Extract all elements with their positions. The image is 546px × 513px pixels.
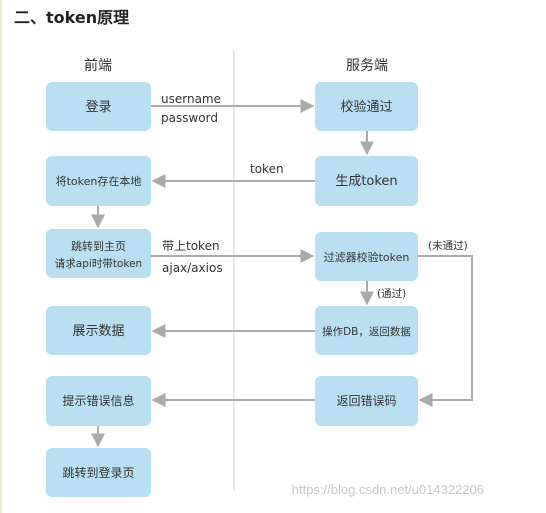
node-show-data-label: 展示数据 [72, 324, 124, 339]
node-verify-pass-label: 校验通过 [340, 99, 392, 115]
node-operate-db-label: 操作DB，返回数据 [322, 325, 411, 338]
label-token: token [250, 162, 284, 176]
label-passed: (通过) [377, 287, 406, 300]
label-ajax-axios: ajax/axios [162, 261, 223, 275]
arrow-filter-to-error [418, 255, 473, 407]
label-carry-token: 带上token [162, 239, 220, 253]
watermark: https://blog.csdn.net/u014322206 [291, 482, 484, 497]
node-jump-home-line2: 请求api时带token [55, 257, 142, 270]
node-verify-pass: 校验通过 [315, 82, 418, 131]
node-show-error: 提示错误信息 [46, 376, 151, 426]
label-not-passed: (未通过) [428, 239, 468, 252]
node-gen-token: 生成token [315, 156, 418, 206]
node-return-error: 返回错误码 [315, 376, 418, 426]
node-login: 登录 [46, 82, 151, 131]
label-password: password [161, 111, 218, 125]
left-border [0, 0, 2, 513]
node-jump-login: 跳转到登录页 [46, 448, 151, 497]
node-show-data: 展示数据 [46, 306, 151, 355]
server-column-header: 服务端 [346, 58, 388, 74]
node-filter-verify: 过滤器校验token [315, 232, 418, 281]
node-jump-home-line1: 跳转到主页 [71, 239, 126, 253]
node-login-label: 登录 [85, 100, 111, 115]
node-jump-home: 跳转到主页 请求api时带token [46, 229, 151, 278]
node-jump-login-label: 跳转到登录页 [62, 465, 134, 480]
page-heading: 二、token原理 [14, 8, 130, 27]
node-filter-verify-label: 过滤器校验token [324, 250, 410, 264]
client-column-header: 前端 [84, 57, 112, 74]
label-username: username [161, 92, 221, 106]
node-store-token-label: 将token存在本地 [56, 174, 142, 188]
node-store-token: 将token存在本地 [46, 156, 151, 206]
node-operate-db: 操作DB，返回数据 [315, 306, 418, 355]
node-return-error-label: 返回错误码 [336, 394, 396, 408]
node-gen-token-label: 生成token [335, 174, 397, 189]
node-show-error-label: 提示错误信息 [62, 393, 134, 408]
